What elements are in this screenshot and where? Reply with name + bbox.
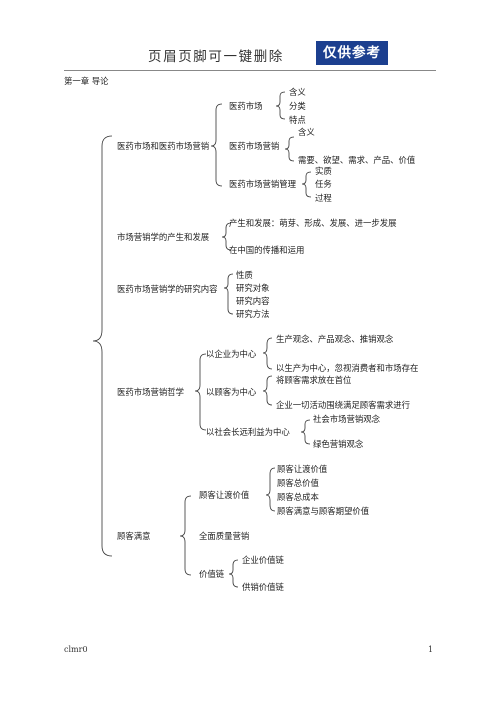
leaf-s3-0: 性质 xyxy=(236,270,253,280)
node-s3: 医药市场营销学的研究内容 xyxy=(117,284,218,294)
leaf-s4c-1: 绿色营销观念 xyxy=(313,439,364,449)
brace-s2 xyxy=(221,222,232,251)
node-s1b: 医药市场营销 xyxy=(229,141,280,151)
header-divider xyxy=(64,70,436,71)
leaf-s5c-1: 供销价值链 xyxy=(242,582,284,592)
node-s5: 顾客满意 xyxy=(117,531,151,541)
node-s4: 医药市场营销哲学 xyxy=(117,387,184,397)
chapter-title: 第一章 导论 xyxy=(64,76,109,86)
brace-s4 xyxy=(194,353,207,431)
brace-s1c xyxy=(301,171,312,198)
brace-root xyxy=(92,135,113,557)
leaf-s1c-1: 任务 xyxy=(315,179,332,189)
brace-s1a xyxy=(275,91,286,120)
leaf-s1c-2: 过程 xyxy=(315,193,332,203)
node-s2: 市场营销学的产生和发展 xyxy=(117,232,210,242)
brace-s1b xyxy=(284,136,295,162)
brace-s1 xyxy=(210,103,223,187)
page-number: 1 xyxy=(428,645,434,654)
leaf-s4a-1: 以生产为中心，忽视消费者和市场存在 xyxy=(276,363,419,373)
leaf-s3-3: 研究方法 xyxy=(236,309,270,319)
node-s1a: 医药市场 xyxy=(229,101,263,111)
leaf-s5a-3: 顾客满意与顾客期望价值 xyxy=(277,506,370,516)
reference-only-badge: 仅供参考 xyxy=(316,41,388,65)
leaf-s1a-1: 分类 xyxy=(289,101,306,111)
node-s5c: 价值链 xyxy=(199,569,225,579)
brace-s5c xyxy=(228,559,239,588)
node-s1c: 医药市场营销管理 xyxy=(229,179,296,189)
leaf-s1a-2: 特点 xyxy=(289,115,306,125)
leaf-s5a-2: 顾客总成本 xyxy=(277,492,319,502)
node-s4a: 以企业为中心 xyxy=(206,349,257,359)
node-s5b: 全面质量营销 xyxy=(199,531,250,541)
leaf-s2-0: 产生和发展：萌芽、形成、发展、进一步发展 xyxy=(229,218,397,228)
leaf-s1c-0: 实质 xyxy=(315,166,332,176)
leaf-s4c-0: 社会市场营销观念 xyxy=(313,414,380,424)
node-s5a: 顾客让渡价值 xyxy=(199,490,250,500)
leaf-s3-1: 研究对象 xyxy=(236,283,270,293)
leaf-s5a-0: 顾客让渡价值 xyxy=(277,464,328,474)
leaf-s5a-1: 顾客总价值 xyxy=(277,478,319,488)
node-s1: 医药市场和医药市场营销 xyxy=(117,141,210,151)
brace-s4c xyxy=(300,419,311,445)
node-s4c: 以社会长远利益为中心 xyxy=(206,427,290,437)
footer-left: clmr0 xyxy=(64,645,88,654)
leaf-s4a-0: 生产观念、产品观念、推销观念 xyxy=(276,334,394,344)
node-s4b: 以顾客为中心 xyxy=(206,387,257,397)
leaf-s1b-1: 需要、欲望、需求、产品、价值 xyxy=(298,155,416,165)
brace-s3 xyxy=(223,273,234,315)
leaf-s3-2: 研究内容 xyxy=(236,296,270,306)
brace-s5a xyxy=(265,467,276,512)
leaf-s2-1: 在中国的传播和运用 xyxy=(229,245,305,255)
header-title: 页眉页脚可一键删除 xyxy=(148,49,284,65)
leaf-s1a-0: 含义 xyxy=(289,87,306,97)
brace-s5 xyxy=(179,495,192,576)
leaf-s5c-0: 企业价值链 xyxy=(242,555,284,565)
leaf-s1b-0: 含义 xyxy=(298,127,315,137)
brace-s4a xyxy=(262,337,273,370)
brace-s4b xyxy=(262,375,273,406)
leaf-s4b-1: 企业一切活动围绕满足顾客需求进行 xyxy=(276,400,410,410)
leaf-s4b-0: 将顾客需求放在首位 xyxy=(276,375,352,385)
